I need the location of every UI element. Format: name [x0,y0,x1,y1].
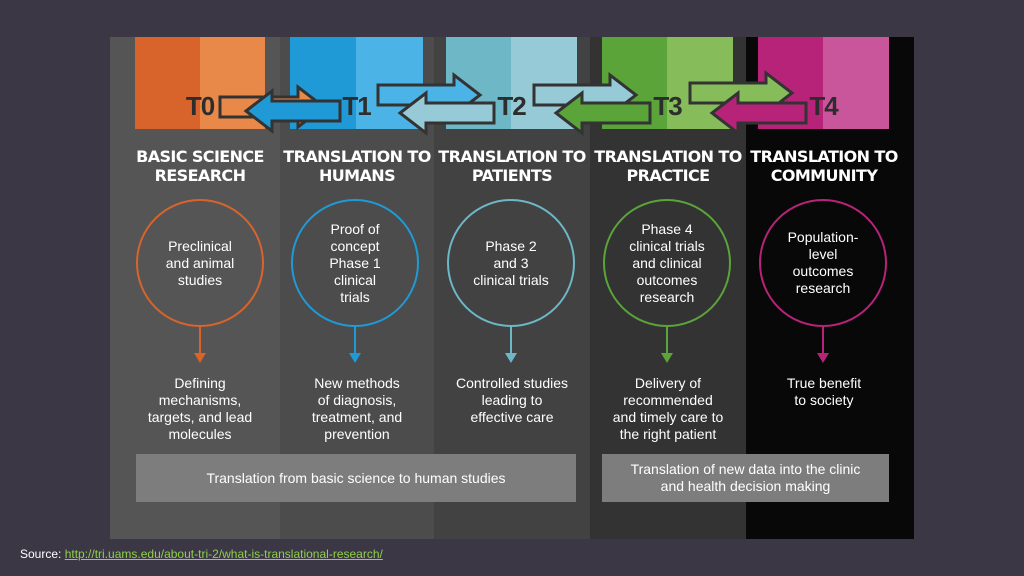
source-label: Source: [20,547,65,561]
stage-label-t2: T2 [497,91,526,121]
down-arrow-t4 [817,327,829,363]
stage-circle-t4: Population- level outcomes research [759,199,887,327]
stage-title-t2: TRANSLATION TO PATIENTS [438,147,586,185]
stage-title-t3: TRANSLATION TO PRACTICE [594,147,742,185]
stage-circle-t2: Phase 2 and 3 clinical trials [447,199,575,327]
stage-outcome-t1: New methods of diagnosis, treatment, and… [311,375,403,442]
stage-label-t3: T3 [653,91,682,121]
connector-arrow-t2-t3 [532,71,652,137]
stage-circle-t1: Proof of concept Phase 1 clinical trials [291,199,419,327]
stage-circle-text-t4: Population- level outcomes research [787,229,859,296]
stage-label-t0: T0 [185,91,215,121]
down-arrow-t3 [661,327,673,363]
header-t0-dark [135,37,200,129]
band-clinic-to-decision: Translation of new data into the clinic … [602,454,889,502]
connector-arrow-t0-t1 [218,83,342,135]
connector-arrow-t1-t2 [376,71,496,137]
header-t4-light [823,37,889,129]
stage-title-t1: TRANSLATION TO HUMANS [283,147,431,185]
stage-circle-t0: Preclinical and animal studies [136,199,264,327]
stage-label-t4: T4 [809,91,838,121]
stage-outcome-t0: Defining mechanisms, targets, and lead m… [147,375,253,442]
arrows-overlay [194,69,829,363]
down-arrow-t1 [349,327,361,363]
stage-circle-text-t2: Phase 2 and 3 clinical trials [473,237,549,288]
band-basic-to-human: Translation from basic science to human … [136,454,576,502]
stage-label-t1: T1 [342,91,371,121]
translational-research-diagram: T0 T1 T2 T3 T4 BASIC SCIENCE RESEARCH TR… [110,37,914,539]
stage-outcome-t3: Delivery of recommended and timely care … [612,375,724,442]
source-link[interactable]: http://tri.uams.edu/about-tri-2/what-is-… [64,547,383,561]
stage-title-t0: BASIC SCIENCE RESEARCH [136,147,264,185]
stage-circle-text-t1: Proof of concept Phase 1 clinical trials [329,220,381,305]
stage-outcome-t2: Controlled studies leading to effective … [455,375,569,425]
down-arrow-t0 [194,327,206,363]
source-citation: Source: http://tri.uams.edu/about-tri-2/… [20,547,383,561]
connector-arrow-t3-t4 [688,69,808,137]
stage-circle-text-t0: Preclinical and animal studies [165,237,235,288]
stage-circle-t3: Phase 4 clinical trials and clinical out… [603,199,731,327]
down-arrow-t2 [505,327,517,363]
header-t0 [135,37,265,129]
stage-circle-text-t3: Phase 4 clinical trials and clinical out… [629,220,705,305]
stage-title-t4: TRANSLATION TO COMMUNITY [750,147,898,185]
stage-outcome-t4: True benefit to society [786,375,862,408]
